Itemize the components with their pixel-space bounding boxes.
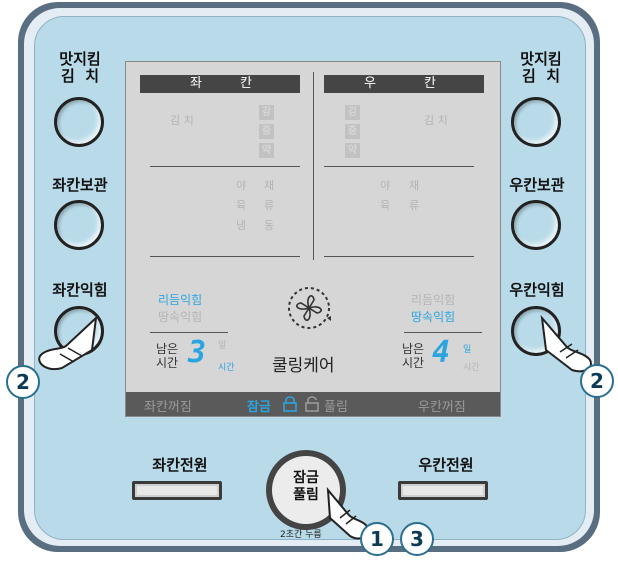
unlock-icon [305, 396, 319, 412]
cooling-care-label: 쿨링케어 [272, 356, 335, 376]
left-level-weak: 약 [259, 143, 274, 158]
divider [324, 166, 474, 167]
right-storage-button[interactable] [511, 200, 561, 250]
lock-indicator: 잠금 [247, 400, 271, 415]
right-level-strong: 강 [345, 105, 360, 120]
left-rhythm-ripen: 리듬익힘 [158, 293, 203, 307]
left-hand-icon [38, 315, 98, 370]
left-frozen-2: 동 [264, 219, 275, 232]
lcd-display: 좌 칸 우 칸 김 치 강 중 약 강 중 약 김 치 야 채 육 류 냉 동 … [125, 61, 501, 417]
divider [324, 256, 474, 257]
divider [150, 256, 300, 257]
right-hand-icon [540, 314, 592, 373]
right-kimchi-button[interactable] [511, 97, 561, 147]
left-kimchi-button[interactable] [54, 97, 104, 147]
left-level-medium: 중 [259, 124, 274, 139]
step-1-badge: 1 [360, 522, 394, 556]
right-kimchi-text: 김 치 [424, 114, 448, 127]
left-level-strong: 강 [259, 105, 274, 120]
left-frozen-1: 냉 [236, 219, 247, 232]
right-storage-label: 우칸보관 [509, 176, 565, 194]
right-level-medium: 중 [345, 124, 360, 139]
left-ripen-label: 좌칸익힘 [52, 281, 108, 299]
step-2-right-badge: 2 [580, 364, 614, 398]
right-power-label: 우칸전원 [418, 456, 474, 474]
step-2-left-badge: 2 [6, 365, 40, 399]
left-meat-2: 류 [264, 199, 275, 212]
left-power-label: 좌칸전원 [152, 456, 208, 474]
right-kimchi-label: 맛지킴 김 치 [520, 50, 562, 85]
unlock-indicator: 풀림 [324, 400, 348, 415]
left-storage-label: 좌칸보관 [52, 176, 108, 194]
right-remain-label: 남은 시간 [402, 342, 425, 370]
left-meat-1: 육 [236, 199, 247, 212]
lock-icon [283, 396, 297, 412]
left-hour-unit: 시간 [218, 363, 235, 373]
right-meat-1: 육 [380, 199, 391, 212]
right-power-button[interactable] [398, 481, 488, 500]
lock-hint: 2초간 누름 [280, 530, 322, 540]
right-veg-2: 채 [409, 179, 420, 192]
divider [404, 332, 482, 333]
right-level-weak: 약 [345, 143, 360, 158]
lock-button-label: 잠금 풀림 [293, 470, 319, 503]
left-kimchi-text: 김 치 [170, 114, 194, 127]
right-hour-unit: 시간 [463, 363, 480, 373]
center-divider [313, 72, 314, 260]
left-day-unit: 일 [218, 341, 227, 351]
left-veg-2: 채 [264, 179, 275, 192]
right-day-unit: 일 [463, 345, 472, 355]
step-3-badge: 3 [400, 522, 434, 556]
right-compartment-header: 우 칸 [324, 75, 484, 93]
right-ttang-ripen: 땅속익힘 [411, 310, 456, 324]
left-veg-1: 야 [236, 179, 247, 192]
right-off-indicator: 우칸꺼짐 [418, 400, 466, 415]
right-rhythm-ripen: 리듬익힘 [411, 293, 456, 307]
right-veg-1: 야 [380, 179, 391, 192]
left-remain-label: 남은 시간 [156, 342, 179, 370]
left-storage-button[interactable] [54, 200, 104, 250]
status-bar: 좌칸꺼짐 잠금 풀림 우칸꺼짐 [126, 392, 500, 416]
left-days-digit: 3 [188, 335, 207, 370]
left-off-indicator: 좌칸꺼짐 [144, 400, 192, 415]
right-days-digit: 4 [432, 335, 451, 370]
divider [150, 332, 228, 333]
divider [150, 166, 300, 167]
left-compartment-header: 좌 칸 [140, 75, 300, 93]
fan-icon [288, 287, 331, 329]
left-ttang-ripen: 땅속익힘 [158, 310, 203, 324]
left-power-button[interactable] [132, 481, 222, 500]
right-meat-2: 류 [409, 199, 420, 212]
right-ripen-label: 우칸익힘 [509, 281, 565, 299]
left-kimchi-label: 맛지킴 김 치 [59, 50, 101, 85]
